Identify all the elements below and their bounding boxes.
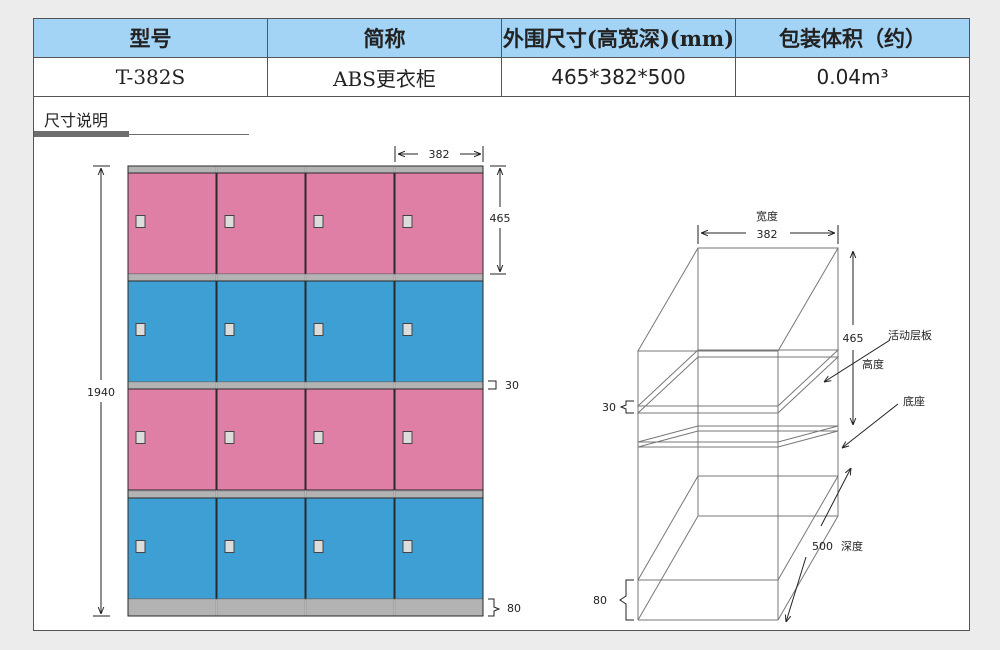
section-title-rule [129, 134, 249, 135]
shelf-thickness-bracket [488, 380, 497, 390]
lock-icon [313, 323, 324, 336]
spec-table: 型号 简称 外围尺寸(高宽深)(mm) 包装体积（约） T-382S ABS更衣… [33, 18, 970, 97]
unit-height-dim [490, 165, 506, 275]
locker-shelf [127, 165, 217, 174]
unit-3d-depth-label: 深度 [841, 539, 863, 553]
lock-icon [224, 431, 235, 444]
unit-height-label: 465 [490, 212, 511, 225]
locker-front-view [127, 165, 484, 617]
lock-icon [135, 540, 146, 553]
locker-shelf [216, 165, 306, 174]
locker-shelf [305, 273, 395, 282]
locker-shelf [127, 273, 217, 282]
locker-shelf [394, 273, 484, 282]
lock-icon [313, 431, 324, 444]
lock-icon [224, 540, 235, 553]
lock-icon [402, 215, 413, 228]
locker-outline [127, 165, 484, 617]
lock-icon [402, 540, 413, 553]
unit-3d-shelf [637, 425, 839, 448]
locker-base [305, 598, 395, 617]
locker-shelf [394, 165, 484, 174]
locker-shelf [216, 490, 306, 499]
shelf-callout-label: 活动层板 [888, 328, 932, 342]
lock-icon [135, 215, 146, 228]
cell-short-name: ABS更衣柜 [267, 57, 502, 97]
locker-shelf [127, 381, 217, 390]
locker-shelf [216, 381, 306, 390]
locker-shelf [394, 490, 484, 499]
unit-3d-width-label: 宽度 [756, 209, 778, 223]
cell-package-volume: 0.04m³ [735, 57, 970, 97]
unit-3d-height-value: 465 [843, 332, 864, 345]
base-callout-arrow [842, 403, 899, 448]
base-height-bracket [488, 598, 501, 617]
lock-icon [402, 323, 413, 336]
section-title: 尺寸说明 [44, 111, 109, 130]
spec-data-row: T-382S ABS更衣柜 465*382*500 0.04m³ [33, 57, 970, 97]
unit-3d-depth-value: 500 [812, 540, 833, 553]
unit-3d-shelf-bracket [619, 400, 634, 414]
lock-icon [224, 215, 235, 228]
base-height-label: 80 [507, 602, 521, 615]
locker-shelf [305, 490, 395, 499]
shelf-thickness-label: 30 [505, 379, 519, 392]
header-model: 型号 [33, 18, 268, 58]
locker-total-height-dim [93, 165, 110, 617]
unit-3d-wireframe [637, 247, 839, 621]
unit-3d-base-bracket [619, 579, 634, 621]
unit-3d-width-dim [697, 225, 839, 244]
locker-base [216, 598, 306, 617]
section-title-bar [34, 131, 129, 137]
locker-shelf [394, 381, 484, 390]
base-callout-label: 底座 [903, 394, 925, 408]
lock-icon [313, 540, 324, 553]
unit-width-label: 382 [429, 148, 450, 161]
lock-icon [224, 323, 235, 336]
locker-base [394, 598, 484, 617]
lock-icon [135, 431, 146, 444]
total-height-label: 1940 [87, 386, 115, 399]
lock-icon [313, 215, 324, 228]
locker-shelf [216, 273, 306, 282]
unit-3d-width-value: 382 [757, 228, 778, 241]
unit-width-dim [394, 146, 484, 162]
lock-icon [135, 323, 146, 336]
locker-base [127, 598, 217, 617]
unit-3d-height-label: 高度 [862, 357, 884, 371]
unit-3d-shelf-value: 30 [602, 401, 616, 414]
locker-shelf [305, 165, 395, 174]
header-dimensions: 外围尺寸(高宽深)(mm) [501, 18, 736, 58]
cell-model: T-382S [33, 57, 268, 97]
shelf-callout-arrow [824, 339, 891, 382]
unit-3d-top-shelf [636, 349, 840, 414]
lock-icon [402, 431, 413, 444]
header-short-name: 简称 [267, 18, 502, 58]
unit-3d-base-value: 80 [593, 594, 607, 607]
locker-shelf [127, 490, 217, 499]
locker-shelf [305, 381, 395, 390]
spec-header-row: 型号 简称 外围尺寸(高宽深)(mm) 包装体积（约） [33, 18, 970, 58]
unit-3d-depth-dim [786, 468, 851, 622]
